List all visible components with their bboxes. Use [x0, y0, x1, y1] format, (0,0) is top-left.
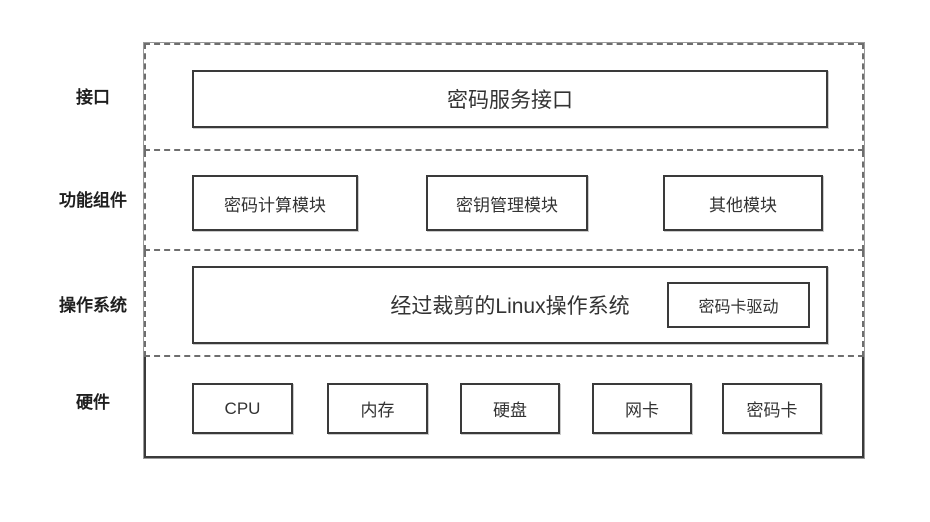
- diagram-frame: 密码服务接口 密码计算模块 密钥管理模块 其他模块 经过裁剪的Linux操作系统…: [143, 42, 865, 459]
- layer-label-components: 功能组件: [59, 191, 127, 210]
- box-hard-disk: 硬盘: [460, 383, 560, 434]
- box-memory: 内存: [327, 383, 428, 434]
- box-cpu: CPU: [192, 383, 293, 434]
- box-crypto-card-driver: 密码卡驱动: [667, 282, 810, 328]
- band-components: [144, 151, 864, 251]
- box-other-module: 其他模块: [663, 175, 823, 231]
- layer-label-os: 操作系统: [59, 296, 127, 315]
- box-crypto-card: 密码卡: [722, 383, 822, 434]
- band-hardware: [144, 357, 864, 458]
- box-key-management-module: 密钥管理模块: [426, 175, 588, 231]
- box-network-card: 网卡: [592, 383, 692, 434]
- layer-label-interface: 接口: [76, 88, 110, 107]
- box-crypto-compute-module: 密码计算模块: [192, 175, 358, 231]
- band-os: [144, 251, 864, 357]
- band-interface: [144, 43, 864, 151]
- layer-label-hardware: 硬件: [76, 393, 110, 412]
- box-trimmed-linux-os: 经过裁剪的Linux操作系统 密码卡驱动: [192, 266, 828, 344]
- trimmed-linux-os-label: 经过裁剪的Linux操作系统: [390, 295, 630, 318]
- box-crypto-service-interface: 密码服务接口: [192, 70, 828, 128]
